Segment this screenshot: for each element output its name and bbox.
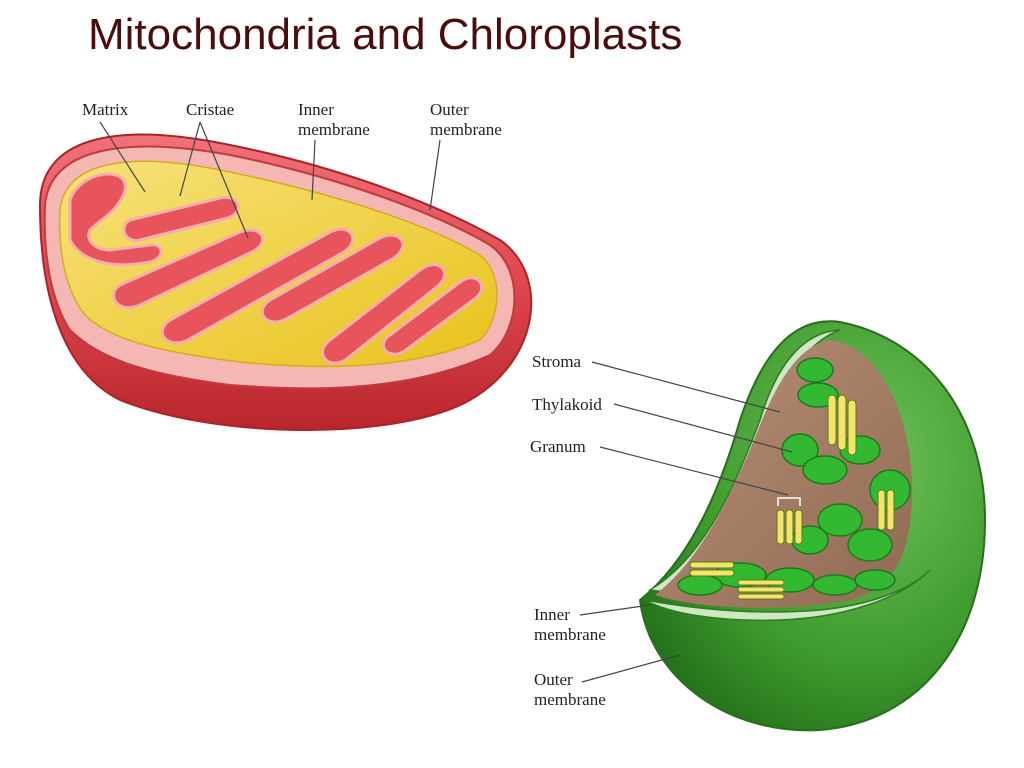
label-matrix: Matrix (82, 100, 129, 119)
label-cristae: Cristae (186, 100, 235, 119)
label-chloro-inner-line1: Inner (534, 605, 570, 624)
label-mito-outer-membrane: Outer membrane (430, 100, 502, 140)
label-chloro-inner-membrane: Inner membrane (534, 605, 606, 645)
label-chloro-outer-line1: Outer (534, 670, 573, 689)
label-chloro-outer-membrane: Outer membrane (534, 670, 606, 710)
label-mito-inner-membrane: Inner membrane (298, 100, 370, 140)
label-thylakoid: Thylakoid (532, 395, 602, 414)
label-chloro-outer-line2: membrane (534, 690, 606, 709)
slide-title: Mitochondria and Chloroplasts (88, 10, 683, 59)
label-stroma: Stroma (532, 352, 582, 371)
mito-cristae (68, 172, 484, 365)
label-mito-inner-line1: Inner (298, 100, 334, 119)
chloro-leader-lines (579, 361, 793, 683)
label-mito-inner-line2: membrane (298, 120, 370, 139)
label-granum: Granum (530, 437, 586, 456)
label-mito-outer-line1: Outer (430, 100, 469, 119)
label-chloro-inner-line2: membrane (534, 625, 606, 644)
mito-leader-lines (99, 121, 441, 239)
chloroplast-grana (689, 394, 895, 600)
label-mito-outer-line2: membrane (430, 120, 502, 139)
